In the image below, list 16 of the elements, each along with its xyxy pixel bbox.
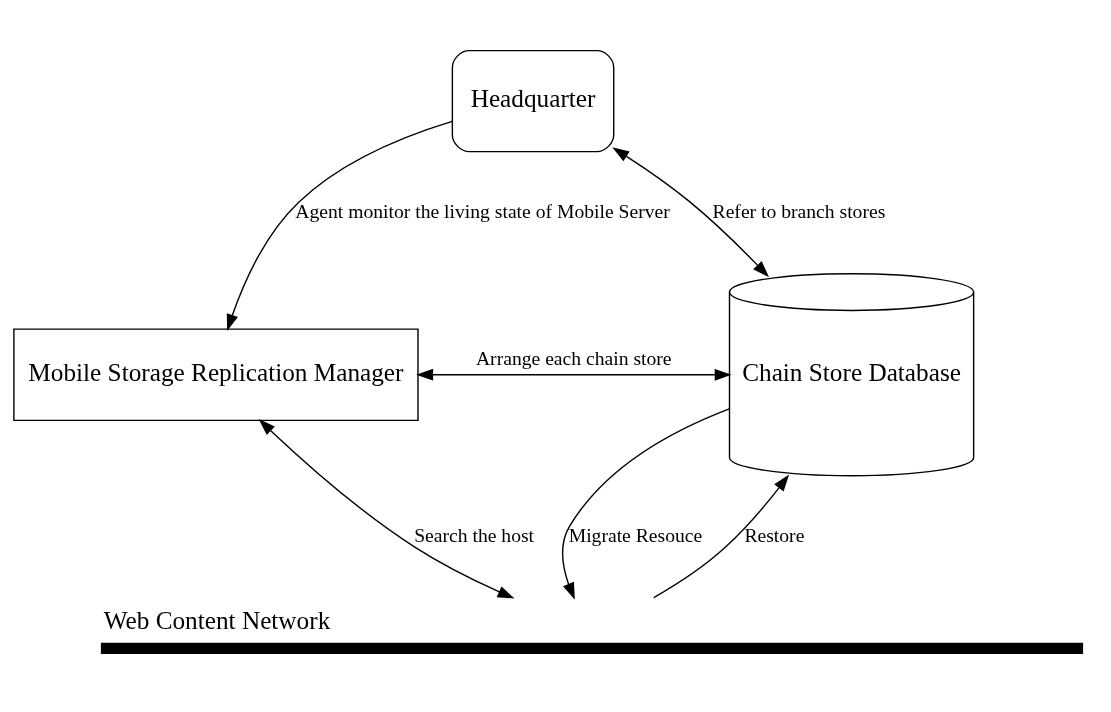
arrow: [226, 120, 453, 331]
edge-label: Agent monitor the living state of Mobile Server: [295, 199, 670, 222]
node-label: Web Content Network: [103, 605, 331, 634]
arrow: [561, 407, 730, 600]
arrow: [416, 368, 732, 381]
edge-label: Migrate Resouce: [568, 523, 703, 546]
node-box: [100, 642, 1084, 654]
arrow: [653, 474, 790, 598]
node-box: Mobile Storage Replication Manager: [13, 327, 419, 421]
arrow: [612, 146, 770, 277]
edge-label: Arrange each chain store: [475, 346, 672, 369]
arrow: [258, 418, 515, 599]
edge-label: Search the host: [414, 523, 535, 546]
node-box: Headquarter: [451, 49, 615, 152]
edge-label: Refer to branch stores: [712, 199, 886, 222]
edge-label: Restore: [744, 523, 805, 546]
